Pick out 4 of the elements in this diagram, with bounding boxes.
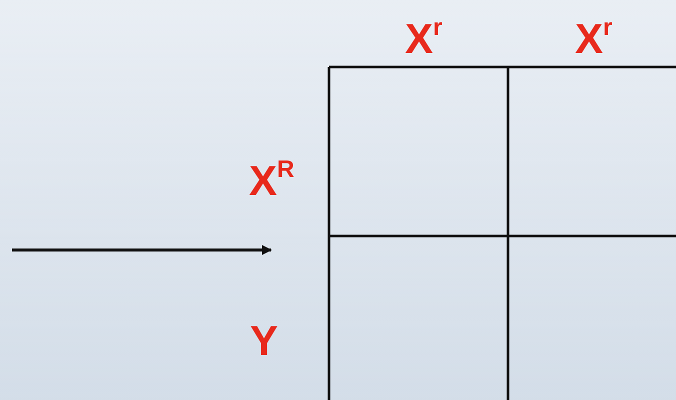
column-allele-label: X$^{r}$ <box>405 18 442 60</box>
column-allele-label: X$^{r}$ <box>575 18 612 60</box>
row-allele-label: X$^{R}$ <box>249 160 294 202</box>
row-allele-label: Y <box>250 320 278 362</box>
